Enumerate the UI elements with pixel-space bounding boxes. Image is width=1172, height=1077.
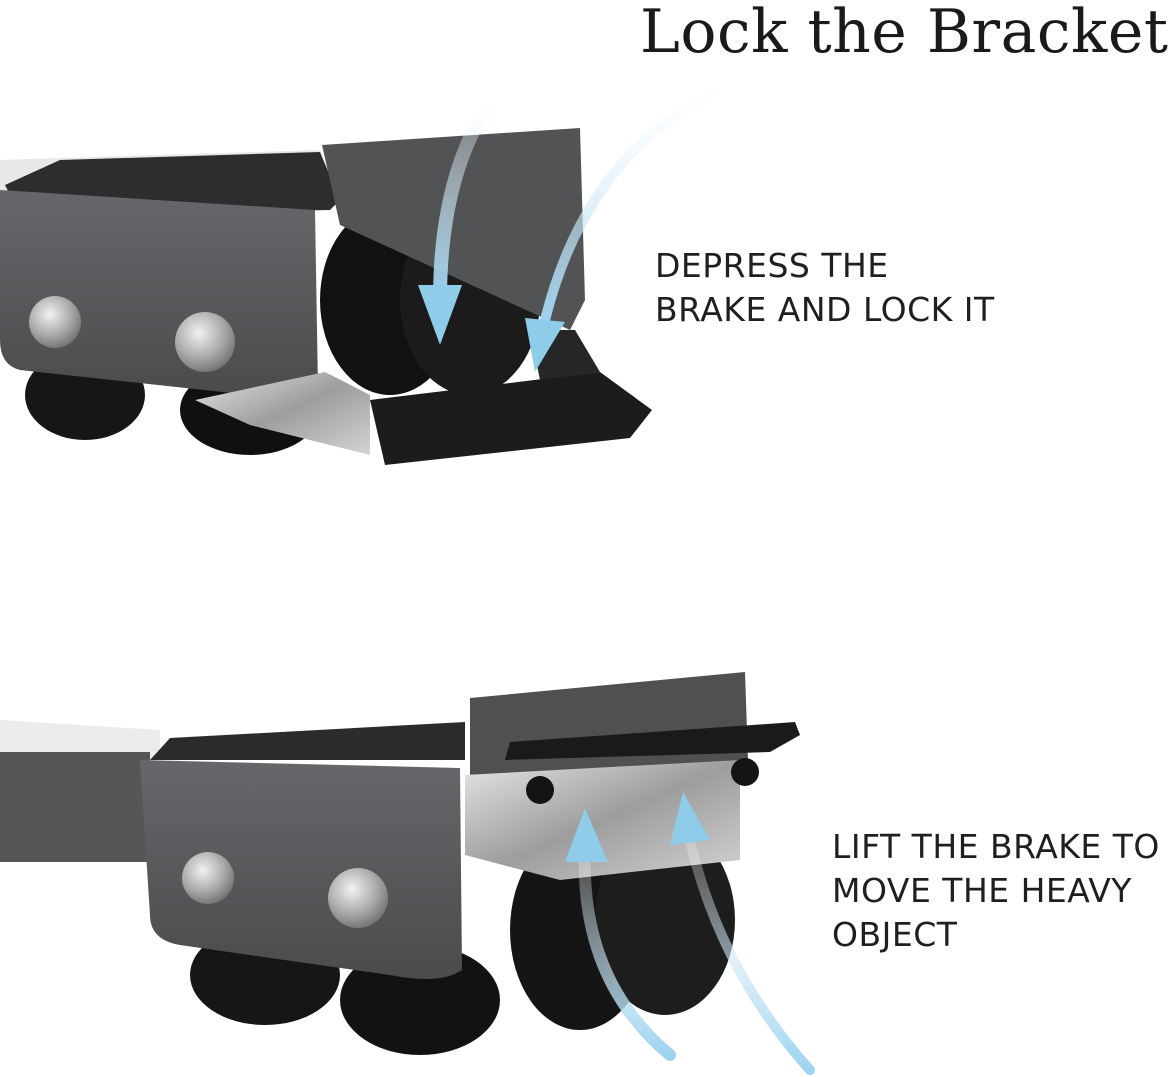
side-housing — [140, 760, 462, 979]
arrow-head — [670, 792, 710, 845]
caption-line: OBJECT — [832, 915, 958, 954]
bracket-locked — [0, 77, 745, 465]
bolt — [29, 296, 81, 348]
arrow-head — [565, 808, 608, 862]
side-housing — [0, 190, 318, 397]
arrow-up-left — [578, 844, 676, 1061]
arrow-down-left — [433, 88, 502, 307]
arrow-up-right — [685, 835, 815, 1075]
caption-line: BRAKE AND LOCK IT — [655, 290, 995, 329]
step-caption-lift: LIFT THE BRAKE TO MOVE THE HEAVY OBJECT — [832, 825, 1160, 957]
bolt — [182, 852, 234, 904]
brake-pedal — [370, 372, 652, 465]
step-caption-lock: DEPRESS THE BRAKE AND LOCK IT — [655, 244, 995, 332]
bolt — [175, 312, 235, 372]
arrow-head — [418, 285, 462, 345]
extension-bar-side — [0, 752, 150, 862]
caption-line: MOVE THE HEAVY — [832, 871, 1132, 910]
page-title: Lock the Bracket — [640, 0, 1169, 67]
top-plate — [150, 722, 465, 760]
bracket-unlocked — [0, 672, 815, 1075]
caption-line: LIFT THE BRAKE TO — [832, 827, 1160, 866]
top-lip — [322, 128, 585, 330]
arrow-head — [525, 318, 565, 372]
arrow-down-right — [540, 77, 745, 325]
brake-pedal — [505, 722, 800, 760]
rivet — [526, 776, 554, 804]
steel-spring — [195, 372, 370, 455]
rivet — [731, 758, 759, 786]
caption-line: DEPRESS THE — [655, 246, 889, 285]
bolt — [328, 868, 388, 928]
extension-bar — [0, 720, 160, 760]
